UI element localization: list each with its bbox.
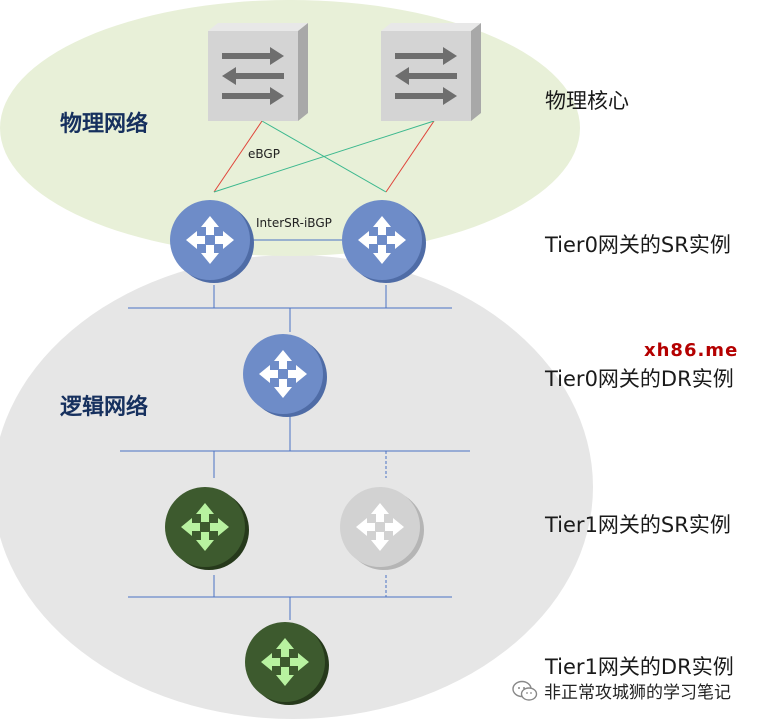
physical-network-title: 物理网络 [60, 112, 149, 137]
ebgp-link-left [213, 120, 263, 193]
ebgp-link-right [385, 120, 435, 193]
cross-link-right-left [213, 120, 435, 193]
tier0-dr-label: Tier0网关的DR实例 [545, 367, 734, 391]
tier1-sr-label: Tier1网关的SR实例 [545, 513, 731, 537]
core-switch-left-icon [208, 23, 308, 121]
logical-network-title: 逻辑网络 [60, 395, 149, 420]
watermark: xh86.me [644, 340, 739, 361]
tier0-sr-label: Tier0网关的SR实例 [545, 233, 731, 257]
core-layer-label: 物理核心 [545, 89, 629, 113]
ebgp-label: eBGP [248, 147, 280, 161]
credit-text: 非正常攻城狮的学习笔记 [544, 683, 731, 703]
credit: 非正常攻城狮的学习笔记 [512, 678, 731, 703]
wechat-icon [512, 680, 538, 701]
intersr-label: InterSR-iBGP [256, 216, 332, 230]
core-switch-right-icon [381, 23, 481, 121]
tier1-dr-label: Tier1网关的DR实例 [545, 655, 734, 679]
logical-network-region [0, 255, 593, 719]
